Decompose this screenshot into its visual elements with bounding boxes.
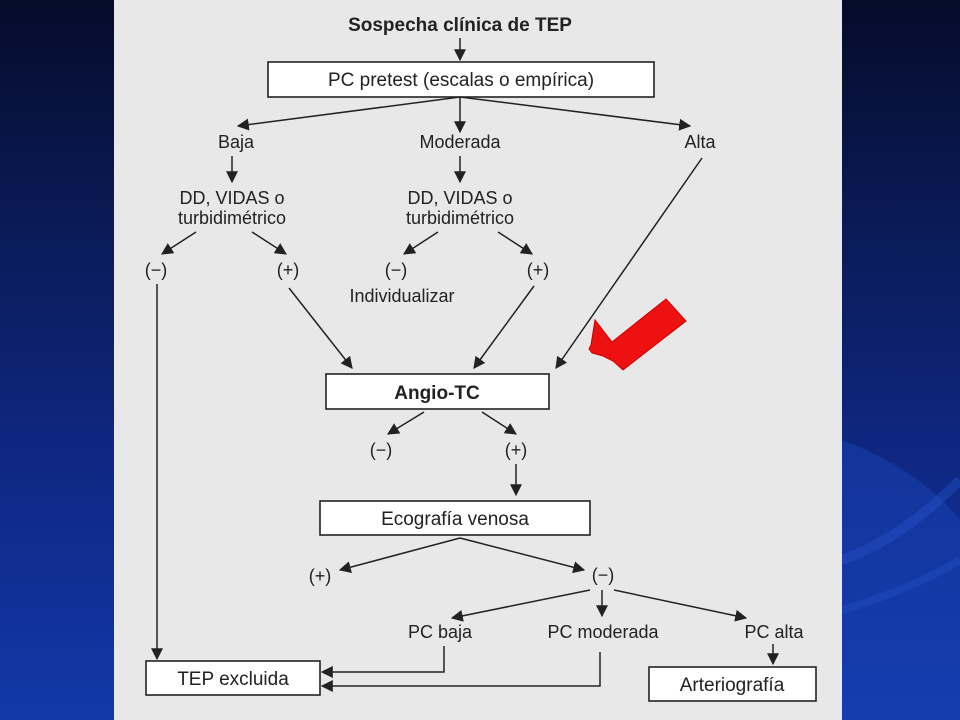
pos-left-label: (+) [277,260,300,280]
arrow-posleft-angio [288,287,353,369]
pc-alta-label: PC alta [744,622,804,642]
alta-label: Alta [684,132,716,152]
diagram-title: Sospecha clínica de TEP [348,15,572,36]
angio-label: Angio-TC [394,383,480,404]
tep-excluida-label: TEP excluida [177,669,289,690]
pos-mid-label: (+) [527,260,550,280]
pretest-box [267,61,655,98]
arteriografia-box [648,666,817,702]
angio-pos-label: (+) [505,440,528,460]
arrow-eco-neg [459,537,586,574]
arteriografia-label: Arteriografía [680,675,785,696]
arrow-econeg-pcbaja [450,589,591,622]
arrow-posmid-angio [473,285,535,369]
ecografia-label: Ecografía venosa [381,509,529,530]
arrow-angio-pos [481,411,518,435]
arrow-econeg-pcalta [613,589,748,622]
arrow-pcbaja-tep [320,646,445,678]
ecografia-box [319,500,591,536]
eco-neg-label: (−) [592,565,615,585]
angio-neg-label: (−) [370,440,393,460]
pc-moderada-label: PC moderada [547,622,659,642]
arrow-pretest-alta [459,96,692,131]
red-highlight-arrow [588,298,687,371]
arrow-ddleft-pos [251,231,288,255]
dd-left-line1: DD, VIDAS o [179,188,284,208]
individualizar-label: Individualizar [349,286,454,306]
arrow-alta-angio [555,157,703,369]
arrow-ddleft-neg [160,231,197,255]
arrow-ddmid-pos [497,231,534,255]
angio-box [325,373,550,410]
pc-baja-label: PC baja [408,622,473,642]
dd-left-line2: turbidimétrico [178,208,286,228]
arrow-ddmid-neg [402,231,439,255]
neg-left-label: (−) [145,260,168,280]
neg-mid-label: (−) [385,260,408,280]
arrow-pretest-baja [236,96,461,131]
pretest-label: PC pretest (escalas o empírica) [328,70,594,91]
dd-mid-line1: DD, VIDAS o [407,188,512,208]
arrow-angio-neg [386,411,425,435]
eco-pos-label: (+) [309,566,332,586]
moderada-label: Moderada [419,132,501,152]
dd-mid-line2: turbidimétrico [406,208,514,228]
tep-excluida-box [145,660,321,696]
arrow-pcmoderada-tep [320,652,601,692]
arrow-eco-pos [338,537,461,574]
baja-label: Baja [218,132,255,152]
